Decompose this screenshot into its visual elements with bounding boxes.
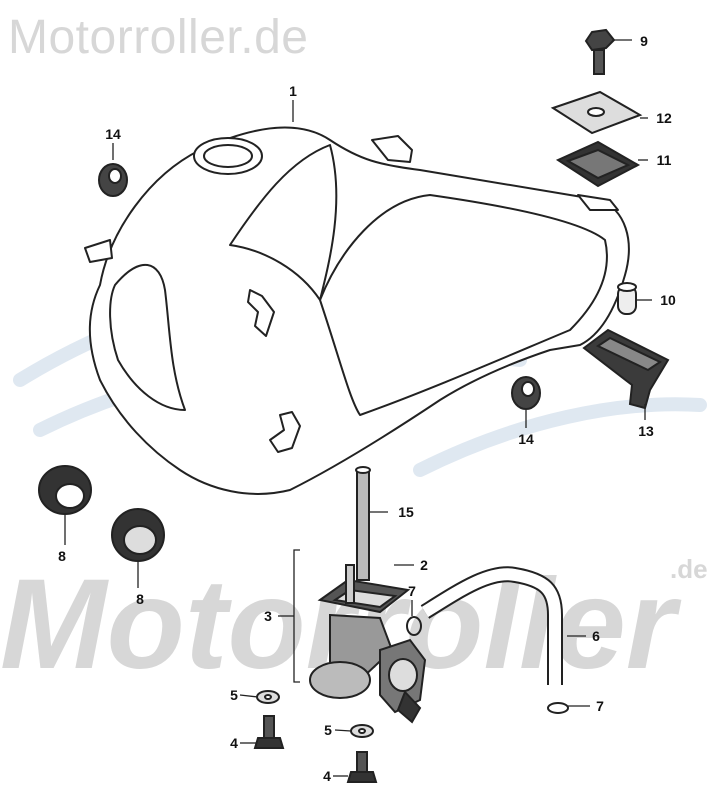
callout-7-top: 7 [408,583,416,599]
watermark-small: .de [670,554,708,584]
callout-5-left: 5 [230,687,238,703]
callout-11: 11 [657,152,672,168]
part-grommet-left [98,163,128,197]
part-washer-left [256,690,280,704]
callout-13: 13 [638,423,654,439]
part-grommet-right [511,376,541,410]
callout-2: 2 [420,557,428,573]
callout-10: 10 [660,292,676,308]
part-fuel-tap [309,564,427,724]
part-cap-bottom [111,508,165,562]
callout-4-left: 4 [230,735,238,751]
part-bolt-left [253,715,285,749]
callout-3: 3 [264,608,272,624]
part-hose-clip-top [406,616,422,636]
callout-4-right: 4 [323,768,331,784]
callout-14-left: 14 [105,126,121,142]
part-bolt-right [346,751,378,783]
callout-7-bottom: 7 [596,698,604,714]
part-washer-right [350,724,374,738]
callout-15: 15 [398,504,414,520]
watermark-top: Motorroller.de [8,11,309,64]
callout-9: 9 [640,33,648,49]
part-fuel-tank [84,126,630,495]
callout-8-bottom: 8 [136,591,144,607]
part-rubber-pad [555,140,641,188]
callout-14-right: 14 [518,431,534,447]
part-washer-plate [550,90,643,135]
part-hose-clip-bottom [547,702,569,714]
part-bracket [582,328,670,410]
callout-12: 12 [656,110,672,126]
callout-8-top: 8 [58,548,66,564]
part-sleeve [617,282,637,315]
callout-1: 1 [289,83,297,99]
part-filter-tube [355,466,371,581]
part-fuel-hose [420,566,563,685]
part-cap-top [38,465,92,515]
leader-lines [64,39,652,777]
part-bolt-top [584,28,616,75]
callout-6: 6 [592,628,600,644]
callout-5-right: 5 [324,722,332,738]
